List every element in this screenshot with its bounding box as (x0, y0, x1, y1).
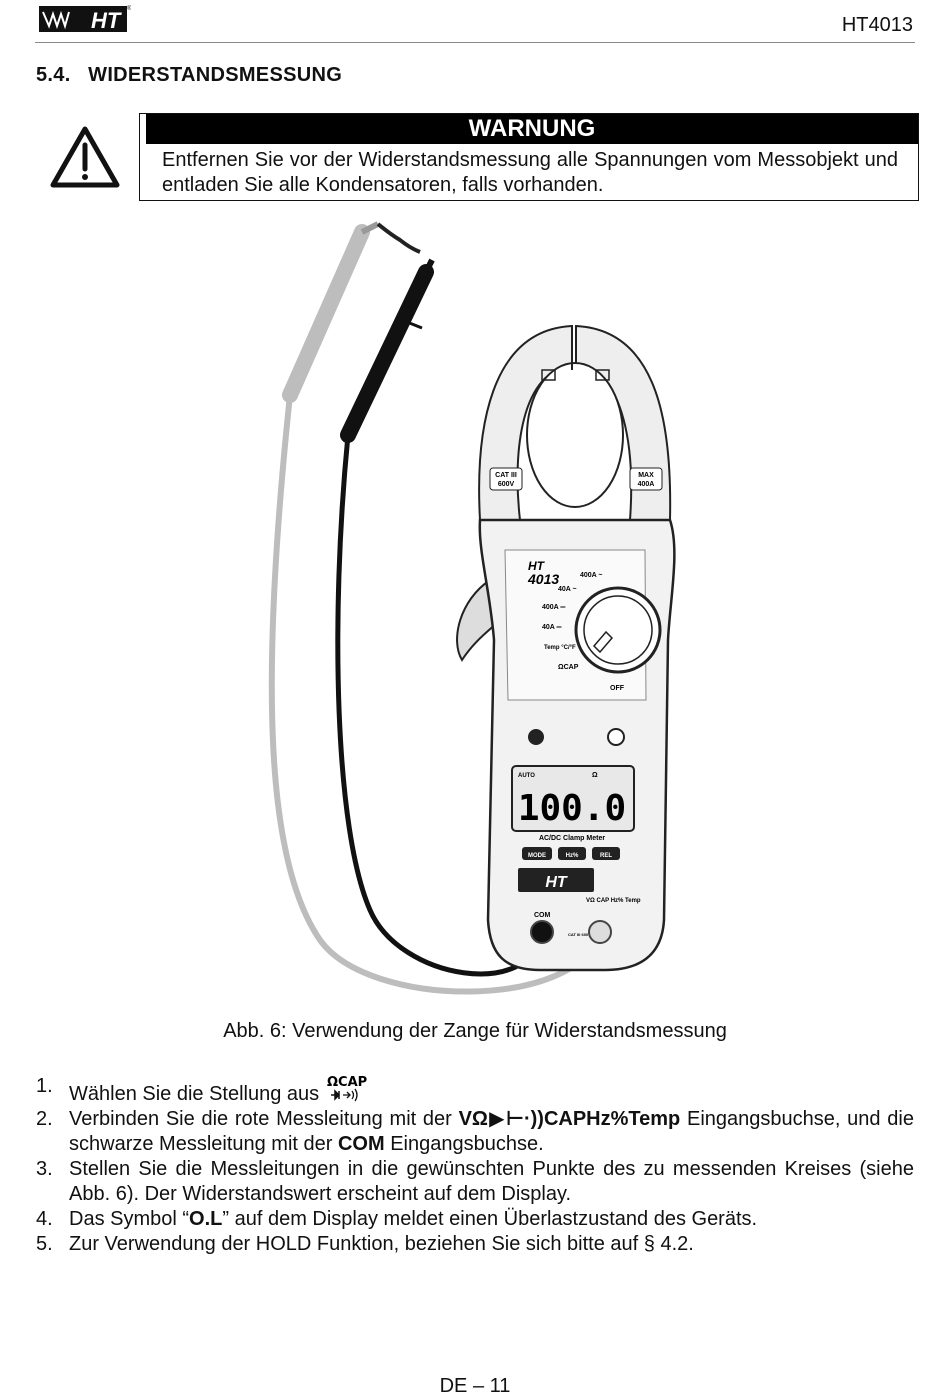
logo-text: HT (91, 8, 122, 33)
warning-heading: WARNUNG (140, 114, 918, 144)
page-number: DE – 11 (439, 1375, 511, 1397)
svg-text:ΩCAP: ΩCAP (558, 664, 579, 671)
list-item: 4. Das Symbol “O.L” auf dem Display meld… (36, 1208, 758, 1230)
lcd-mode: AUTO (518, 773, 535, 779)
section-number: 5.4. (36, 64, 71, 86)
svg-text:40A ═: 40A ═ (542, 624, 562, 631)
page-header: HT ® HT4013 (35, 0, 915, 43)
svg-text:600V: 600V (498, 481, 515, 488)
device-label: AC/DC Clamp Meter (539, 835, 605, 842)
list-item: 3. Stellen Sie die Messleitungen in die … (36, 1158, 914, 1205)
svg-text:Hz%: Hz% (566, 853, 579, 859)
svg-text:400A ~: 400A ~ (580, 572, 603, 579)
svg-text:400A ═: 400A ═ (542, 604, 565, 611)
warning-box: WARNUNG Entfernen Sie vor der Widerstand… (139, 113, 919, 201)
document-code: HT4013 (841, 14, 913, 36)
model-label: 4013 (527, 571, 559, 587)
svg-text:ΩCAP: ΩCAP (327, 1075, 367, 1090)
svg-text:Temp °C/°F: Temp °C/°F (544, 645, 576, 651)
svg-text:40A ~: 40A ~ (558, 586, 577, 593)
section-heading: WIDERSTANDSMESSUNG (88, 64, 343, 86)
list-item: 2. Verbinden Sie die rote Messleitung mi… (36, 1108, 914, 1155)
jack-main-label: VΩ CAP Hz% Temp (586, 898, 641, 904)
list-item: 1. Wählen Sie die Stellung aus ΩCAP (36, 1075, 367, 1105)
clamp-meter-figure: CAT III 600V MAX 400A HT 4013 400A ~ 40A… (268, 221, 676, 995)
ohm-cap-diode-buzzer-icon: ΩCAP (327, 1075, 367, 1102)
jack-com-label: COM (534, 912, 551, 919)
warning-text: Entfernen Sie vor der Widerstandsmessung… (162, 149, 898, 196)
svg-text:®: ® (127, 5, 131, 12)
svg-text:OFF: OFF (610, 685, 625, 692)
lcd-unit: Ω (592, 772, 598, 779)
svg-text:REL: REL (600, 853, 612, 859)
svg-text:CAT III 600V: CAT III 600V (568, 932, 591, 937)
instruction-list: 1. Wählen Sie die Stellung aus ΩCAP 2. V… (36, 1074, 914, 1257)
ht-logo: HT ® (39, 5, 131, 33)
model-top-label: HT (528, 559, 546, 573)
svg-text:HT: HT (545, 874, 568, 891)
svg-text:CAT III: CAT III (495, 472, 517, 479)
section-title: 5.4. WIDERSTANDSMESSUNG (36, 64, 342, 87)
svg-text:MODE: MODE (528, 853, 546, 859)
warning-triangle-icon (50, 126, 120, 188)
lcd-value: 100.0 (518, 788, 626, 829)
svg-text:MAX: MAX (638, 472, 654, 479)
figure-caption: Abb. 6: Verwendung der Zange für Widerst… (223, 1020, 727, 1042)
list-item: 5. Zur Verwendung der HOLD Funktion, bez… (36, 1233, 694, 1255)
svg-text:400A: 400A (638, 481, 655, 488)
